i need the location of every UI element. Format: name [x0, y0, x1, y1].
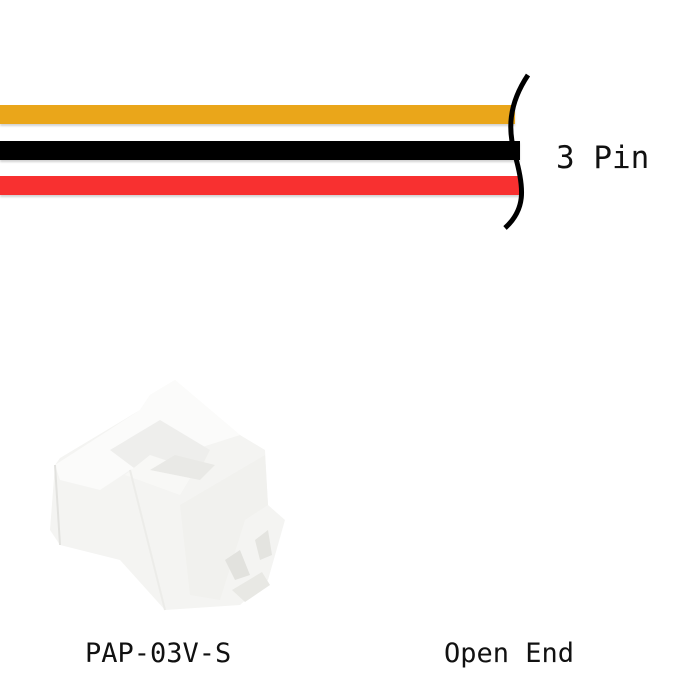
connector-image	[50, 380, 285, 611]
wire-black	[0, 141, 520, 160]
wire-orange	[0, 105, 515, 124]
pin-count-label: 3 Pin	[556, 140, 650, 176]
brace	[503, 73, 531, 230]
open-end-label: Open End	[444, 638, 575, 669]
wire-red	[0, 176, 522, 195]
connector-part-label: PAP-03V-S	[85, 638, 232, 669]
